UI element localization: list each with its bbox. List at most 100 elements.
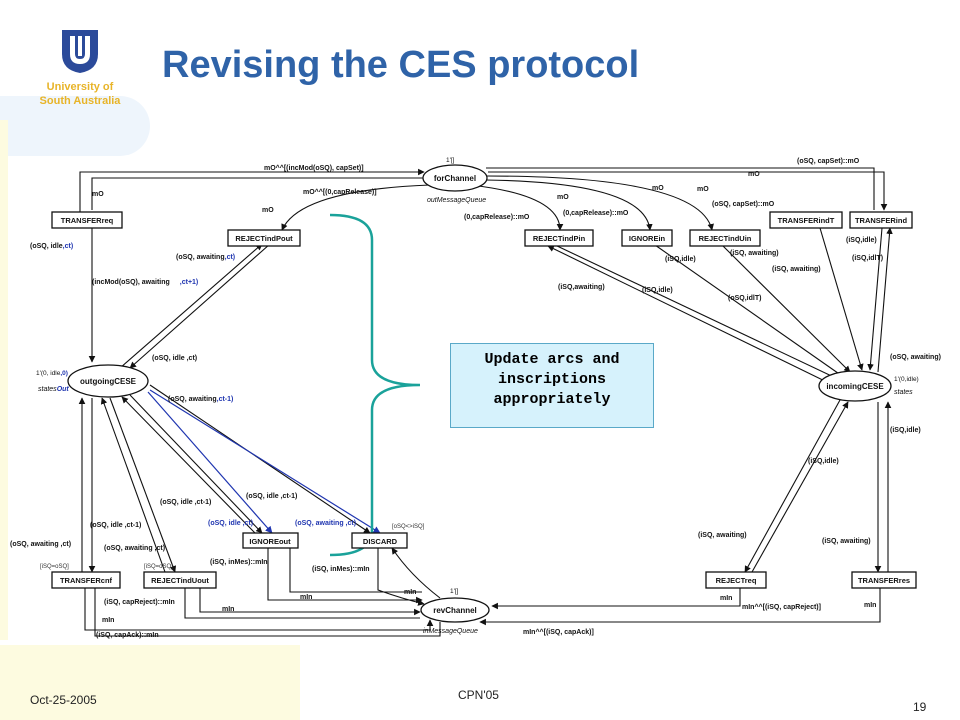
marking-forchannel: 1'[] <box>446 157 455 164</box>
inscription-osq-idle-top: (oSQ, idle,ct) <box>30 243 73 250</box>
arc-outgoing-rejectuout <box>109 397 177 573</box>
inscription-mo-pout: mO <box>262 207 274 214</box>
header-background-shape <box>0 96 150 156</box>
inscription-osq-capset-mo: (oSQ, capSet)::mO <box>712 201 775 208</box>
university-logo <box>62 30 98 73</box>
callout-brace <box>329 213 421 557</box>
transition-transfercnf: TRANSFERcnf <box>60 576 113 585</box>
arc-rejectpout-outgoing <box>129 243 271 369</box>
footer-conference: CPN'05 <box>458 688 499 702</box>
inscription-mo-ignorein: mO <box>652 185 664 192</box>
arc-rejectpin-incoming <box>554 244 841 381</box>
inscription-min-rejectuout: mIn <box>222 606 234 613</box>
inscription-min-transfercnf: mIn <box>102 617 114 624</box>
transition-rejectuout-box <box>143 571 217 589</box>
arc-transferindt-incoming <box>819 227 864 371</box>
inscription-isq-idle-pin: (iSQ,idle) <box>642 287 673 294</box>
inscription-mo-right: mO <box>748 171 760 178</box>
transition-rejectreq-box <box>705 571 767 589</box>
place-incoming-cese <box>818 370 892 402</box>
inscription-isq-awaiting-rejectreq: (iSQ, awaiting) <box>698 532 747 539</box>
inscription-min-caprej: mIn^^[(iSQ, capReject)] <box>742 603 821 611</box>
footer-date: Oct-25-2005 <box>30 693 97 707</box>
transition-transferres-box <box>851 571 917 589</box>
inscription-osq-idle-ct-minus-a: (oSQ, idle ,ct-1) <box>160 499 211 506</box>
inscription-min-ignoreout: mIn <box>300 594 312 601</box>
highlight-arc-layer <box>147 389 381 534</box>
transition-transferind-box <box>849 211 913 229</box>
inscription-fc-in-caprelease: mO^^[(0,capRelease)] <box>303 188 377 196</box>
place-incoming-states: states <box>894 389 913 396</box>
place-incoming-label: incomingCESE <box>826 382 884 391</box>
place-outgoing-cese <box>67 364 149 398</box>
transition-rejectpout-box <box>227 229 301 247</box>
arc-rejectuout-outgoing <box>100 397 166 573</box>
arc-forchannel-rejectpout <box>281 184 431 231</box>
transition-transferind: TRANSFERind <box>855 216 907 225</box>
callout-line1: Update arcs and <box>484 351 620 368</box>
arc-outgoing-ignoreout <box>129 394 263 534</box>
arc-rejectreq-revchannel <box>491 588 741 610</box>
university-name-line1: University of <box>46 81 114 93</box>
inscription-isq-awaiting-transferres: (iSQ, awaiting) <box>822 538 871 545</box>
arc-ignoreout-revchannel <box>267 548 423 604</box>
inscription-min-discard: mIn <box>404 589 416 596</box>
place-outgoing-label: outgoingCESE <box>80 377 137 386</box>
place-forchannel-label: forChannel <box>434 174 476 183</box>
inscription-isq-capreject-min: (iSQ, capReject)::mIn <box>104 599 175 606</box>
inscription-min-capack: mIn^^[(iSQ, capAck)] <box>523 628 594 636</box>
arc-forchannel-rejectpin <box>469 184 564 231</box>
left-accent-strip <box>0 120 8 640</box>
arc-revchannel-discard <box>391 547 441 599</box>
transition-transfercnf-box <box>51 571 121 589</box>
arc-transferind-incoming <box>867 227 883 371</box>
place-revchannel-label: revChannel <box>433 606 477 615</box>
inscription-isq-awaiting-uin-b: (iSQ, awaiting) <box>772 266 821 273</box>
transition-ignorein: IGNOREin <box>629 234 666 243</box>
transition-rejectpin: REJECTindPin <box>533 234 586 243</box>
inscription-min-rejectreq: mIn <box>720 595 732 602</box>
place-forchannel <box>422 164 488 192</box>
inscription-isq-capack-min: (iSQ, capAck)::mIn <box>96 632 159 639</box>
inscription-osq-idle-blue: (oSQ, idle ,ct) <box>208 520 253 527</box>
inscription-zero-caprelease: (0,capRelease)::mO <box>464 214 530 221</box>
transition-discard: DISCARD <box>363 537 398 546</box>
transition-discard-box <box>351 532 408 549</box>
guard-rejectuout: [iSQ=oSQ] <box>144 564 173 570</box>
inscription-isq-inmes-min-a: (iSQ, inMes)::mIn <box>210 559 268 566</box>
inscription-osq-awaiting-minus: (oSQ, awaiting,ct-1) <box>168 396 233 403</box>
guard-discard: [oSQ<>iSQ] <box>392 524 425 530</box>
transition-transferindt-box <box>769 211 843 229</box>
inscription-osq-awaiting-ct-b: (oSQ, awaiting ,ct) <box>104 545 165 552</box>
inscription-osq-idle-ct-minus-b: (oSQ, idle ,ct-1) <box>246 493 297 500</box>
arc-discard-outgoing-highlight <box>149 389 381 534</box>
transition-transferreq: TRANSFERreq <box>61 216 114 225</box>
inscription-osq-idlet: (oSQ,idlT) <box>728 295 761 302</box>
arc-forchannel-rejectuin <box>486 175 714 231</box>
arc-forchannel-transferindt <box>486 167 875 210</box>
arc-discard-revchannel <box>377 548 425 606</box>
arc-transferreq-forchannel <box>79 168 425 212</box>
inscription-isq-idle-right: (iSQ,idle) <box>890 427 921 434</box>
arc-revchannel-ignoreout <box>289 548 422 593</box>
inscription-osq-awaiting-blue: (oSQ, awaiting ,ct) <box>295 520 356 527</box>
transition-rejectpout: REJECTindPout <box>235 234 293 243</box>
arc-revchannel-rejectuout <box>184 588 420 619</box>
arc-rejectuout-revchannel <box>199 588 421 616</box>
inscription-osq-awaiting-pout: (oSQ, awaiting,ct) <box>176 254 235 261</box>
inscription-caprelease-mo: (0,capRelease)::mO <box>563 210 629 217</box>
transition-transferindt: TRANSFERindT <box>778 216 835 225</box>
transition-ignoreout-box <box>242 532 299 549</box>
inscription-osq-awaiting-right: (oSQ, awaiting) <box>890 354 941 361</box>
university-name: University of South Australia <box>20 80 140 108</box>
inscription-isq-awaiting-uin: (iSQ, awaiting) <box>730 250 779 257</box>
arc-ignoreout-outgoing-highlight <box>147 391 273 534</box>
callout-note: Update arcs and inscriptions appropriate… <box>450 343 654 428</box>
footer-background-panel <box>0 645 300 720</box>
transition-rejectuout: REJECTindUout <box>151 576 209 585</box>
inscription-min-transferres: mIn <box>864 602 876 609</box>
transition-transferres: TRANSFERres <box>858 576 910 585</box>
place-revchannel-type: inMessageQueue <box>423 628 478 635</box>
arc-layer <box>78 167 893 637</box>
